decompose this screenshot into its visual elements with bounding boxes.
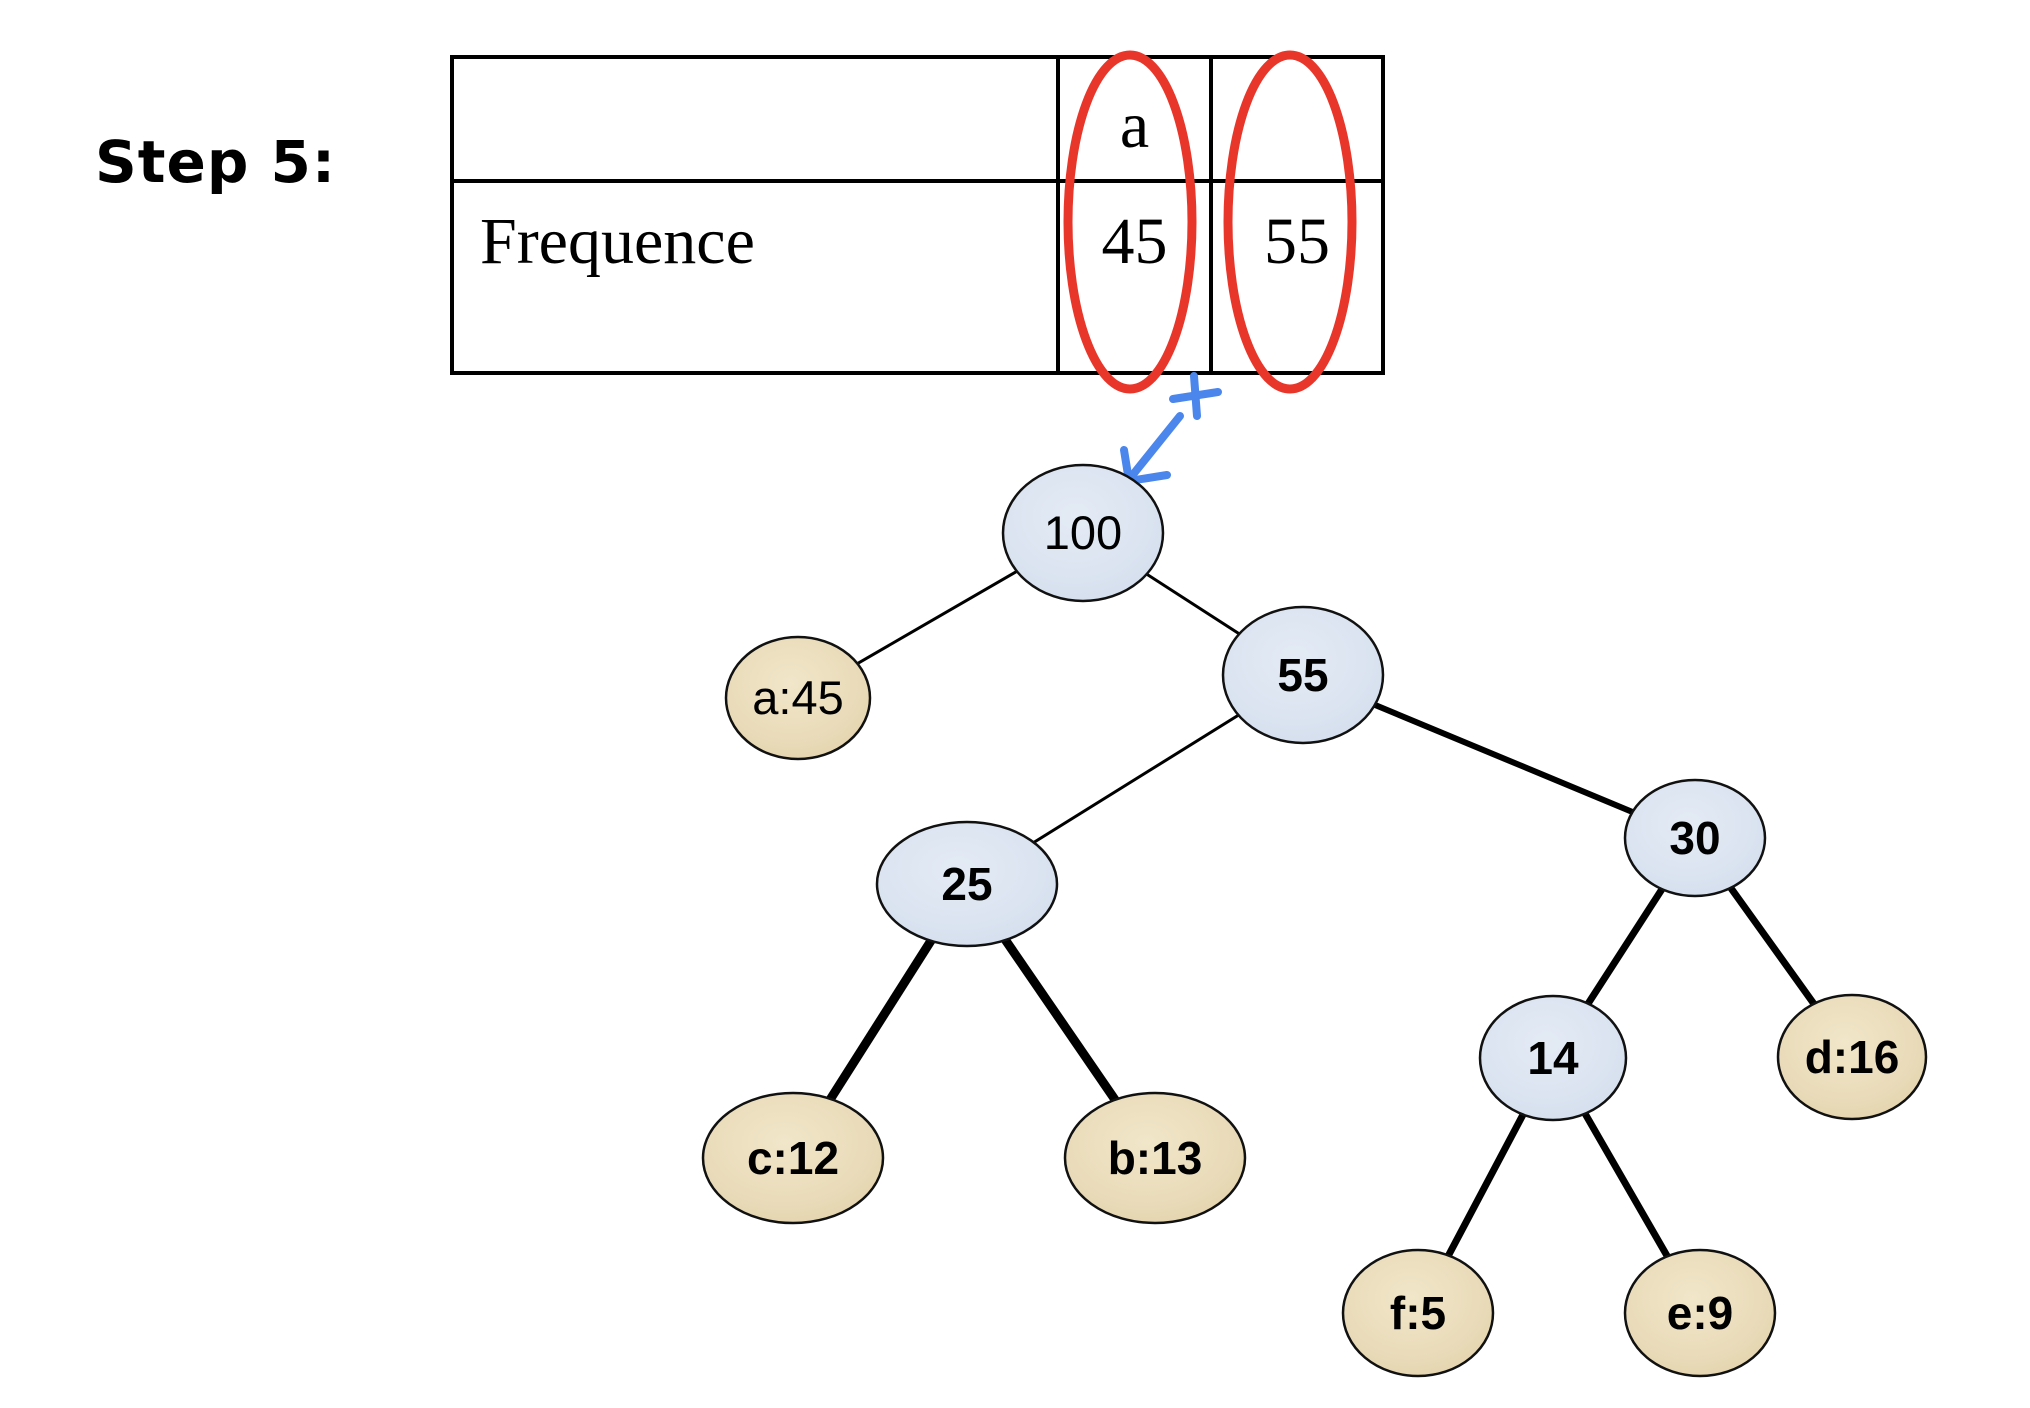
node-label-e9: e:9 xyxy=(1667,1287,1733,1339)
tree-node-d16: d:16 xyxy=(1776,993,1928,1121)
table-cell-row-header: Frequence xyxy=(454,183,1060,371)
tree-node-25: 25 xyxy=(875,820,1059,948)
tree-node-14: 14 xyxy=(1478,994,1628,1122)
tree-node-30: 30 xyxy=(1623,778,1767,898)
table-cell-freq-55: 55 xyxy=(1264,205,1330,278)
node-label-14: 14 xyxy=(1527,1032,1579,1084)
node-label-30: 30 xyxy=(1669,812,1720,864)
node-label-25: 25 xyxy=(941,858,992,910)
table-cell-empty-header xyxy=(454,59,1060,183)
node-label-a45: a:45 xyxy=(752,671,843,724)
node-label-100: 100 xyxy=(1044,506,1122,559)
tree-node-b13: b:13 xyxy=(1063,1091,1247,1225)
arrow-to-root-icon xyxy=(1120,412,1184,485)
plus-icon xyxy=(1169,372,1222,420)
node-label-c12: c:12 xyxy=(747,1132,839,1184)
tree-node-f5: f:5 xyxy=(1341,1248,1495,1378)
tree-node-100: 100 xyxy=(1001,463,1165,603)
node-label-55: 55 xyxy=(1277,649,1328,701)
highlight-ellipse-column-a xyxy=(1063,50,1197,394)
table-cell-freq-45: 45 xyxy=(1060,183,1213,371)
node-label-b13: b:13 xyxy=(1108,1132,1203,1184)
tree-node-55: 55 xyxy=(1221,605,1385,745)
highlight-ellipse-column-55 xyxy=(1223,50,1357,394)
tree-node-c12: c:12 xyxy=(701,1091,885,1225)
table-cell-header-a: a xyxy=(1060,59,1213,183)
tree-node-a45: a:45 xyxy=(724,635,872,761)
node-label-d16: d:16 xyxy=(1805,1031,1900,1083)
node-label-f5: f:5 xyxy=(1390,1287,1446,1339)
table-cell-header-blank xyxy=(1213,59,1381,183)
step-title: Step 5: xyxy=(95,128,337,196)
tree-node-e9: e:9 xyxy=(1623,1248,1777,1378)
